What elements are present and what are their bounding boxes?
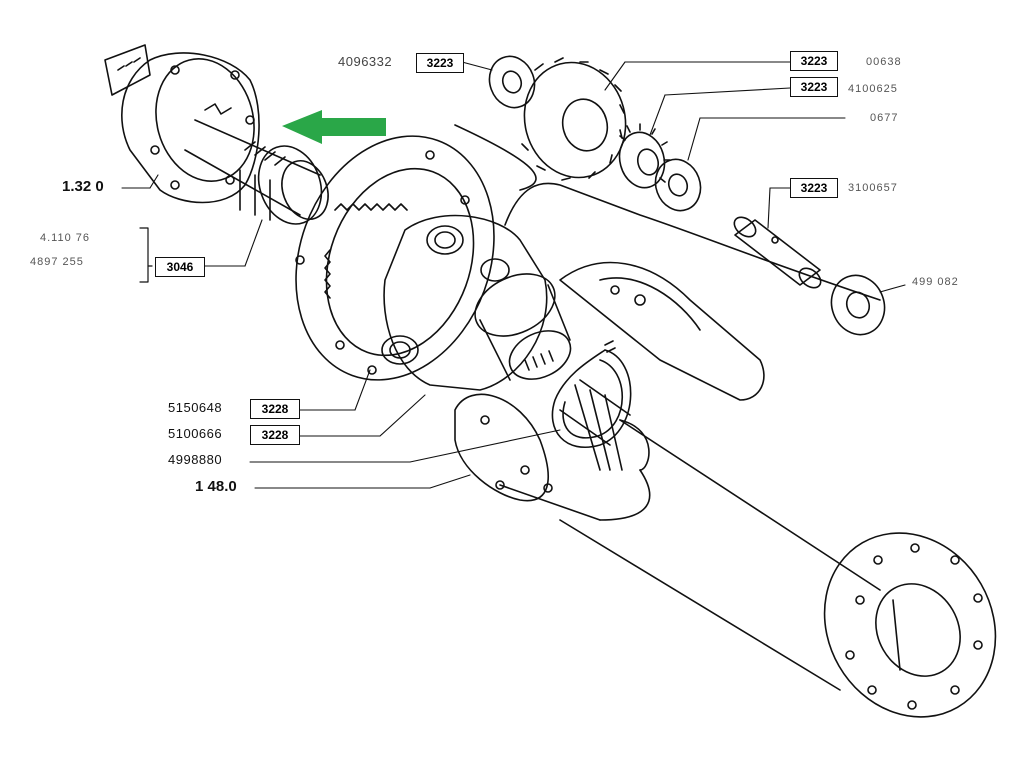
label-pn-top-right-2: 4100625 <box>848 83 898 95</box>
differential-cage <box>381 214 572 391</box>
axle-housing <box>454 261 997 718</box>
ref-box-3046: 3046 <box>155 257 205 277</box>
pinion-housing <box>104 44 260 204</box>
label-left-group-1: 4.110 76 <box>40 232 91 244</box>
ref-box-3223-right-2: 3223 <box>790 77 838 97</box>
ref-box-3228-b: 3228 <box>250 425 300 445</box>
snap-ring <box>551 340 632 448</box>
explode-outline-2 <box>454 124 537 191</box>
label-left-group-2: 4897 255 <box>30 256 84 268</box>
thrust-washer-small <box>654 158 702 212</box>
label-assembly-1480: 1 48.0 <box>195 478 237 495</box>
leader-lines <box>121 61 906 489</box>
ref-box-3228-a: 3228 <box>250 399 300 419</box>
label-pn-4096332: 4096332 <box>338 54 393 69</box>
label-pn-top-right-1: 00638 <box>866 56 902 68</box>
ref-box-3223-top: 3223 <box>416 53 464 73</box>
thrust-washer-top <box>488 55 536 109</box>
label-pn-5100666: 5100666 <box>168 426 223 441</box>
ref-box-3223-right-1: 3223 <box>790 51 838 71</box>
explode-outline <box>504 182 881 301</box>
label-pn-5150648: 5150648 <box>168 400 223 415</box>
label-pn-washer-right: 499 082 <box>912 276 959 288</box>
label-assembly-1320: 1.32 0 <box>62 178 104 195</box>
side-gear <box>521 57 627 181</box>
pinion-gear <box>184 103 329 225</box>
planet-pinion <box>618 123 671 189</box>
thrust-washer-right <box>830 274 886 336</box>
left-group-bracket <box>139 227 149 283</box>
label-pn-4998880: 4998880 <box>168 452 223 467</box>
green-arrow-left-icon <box>282 110 386 144</box>
ring-gear-carrier <box>295 135 495 381</box>
cross-pin <box>733 216 822 289</box>
ref-box-3223-pin: 3223 <box>790 178 838 198</box>
label-pn-top-right-3: 0677 <box>870 112 899 124</box>
label-pn-pin: 3100657 <box>848 182 898 194</box>
